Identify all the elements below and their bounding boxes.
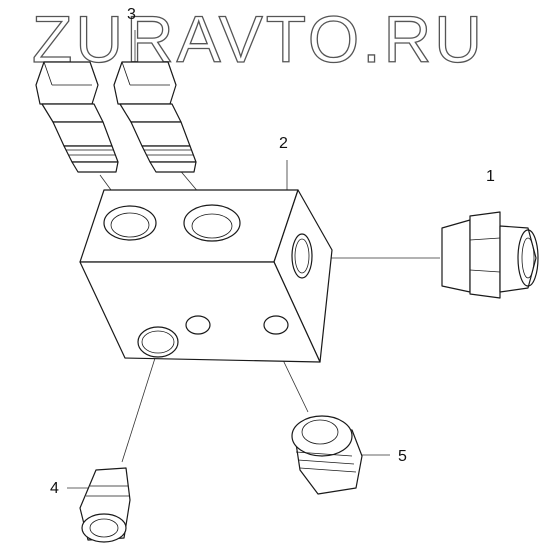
watermark-logo: ZURAVTO.RU — [31, 4, 485, 74]
callout-3: 3 — [127, 6, 136, 23]
callout-1: 1 — [486, 168, 495, 185]
adapter-fitting-part-5 — [291, 415, 363, 495]
leader-part-5 — [282, 359, 309, 413]
union-fitting-part-1 — [441, 211, 539, 299]
cartridge-valve-part-3-right — [113, 61, 197, 173]
watermark-text: ZURAVTO.RU — [32, 4, 485, 74]
valve-block-part-2 — [79, 189, 333, 363]
cartridge-valve-part-3-left — [35, 61, 119, 173]
small-fitting-part-4 — [79, 467, 131, 543]
leader-part-4 — [121, 354, 157, 463]
callout-4: 4 — [50, 480, 59, 497]
callout-2: 2 — [279, 135, 288, 152]
callout-5: 5 — [398, 448, 407, 465]
